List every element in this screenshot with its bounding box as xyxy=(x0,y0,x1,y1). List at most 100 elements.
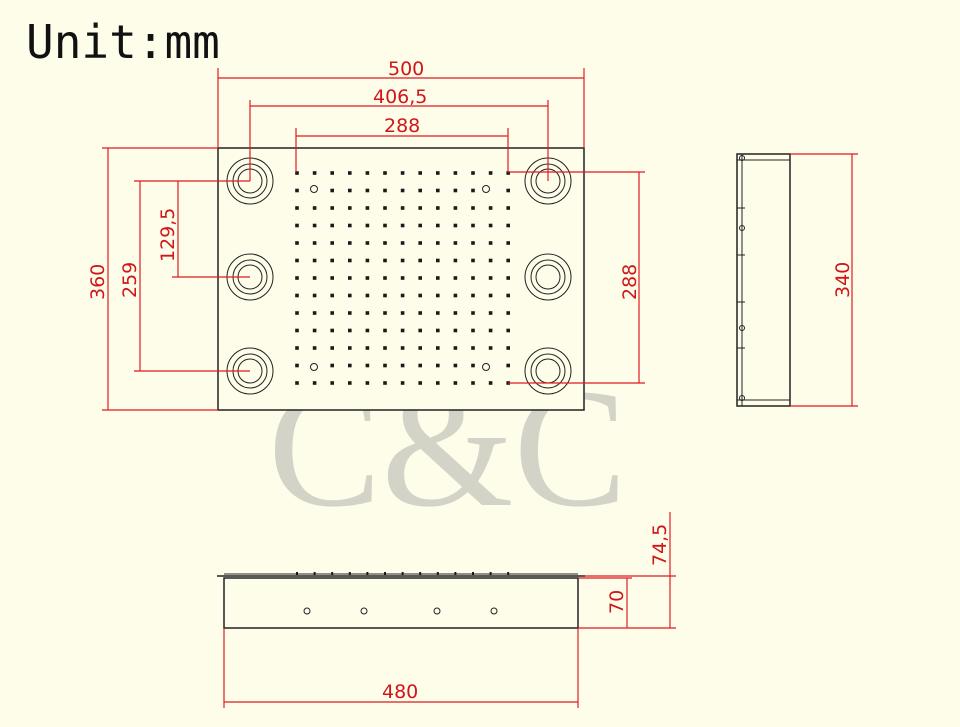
nozzle-dot xyxy=(295,311,299,315)
nozzle-dot xyxy=(295,171,299,175)
nozzle-dot xyxy=(348,241,352,245)
nozzle-dot xyxy=(330,276,334,280)
nozzle-dot xyxy=(453,363,458,368)
nozzle-dot xyxy=(436,206,440,210)
nozzle-dot xyxy=(383,311,387,315)
nozzle-dot xyxy=(506,188,510,193)
nozzle-dot xyxy=(383,258,387,263)
profile-nozzle-tip xyxy=(472,572,474,575)
nozzle-dot xyxy=(436,171,440,175)
mounting-screws xyxy=(310,185,490,371)
nozzle-dot xyxy=(471,206,475,210)
nozzle-dot xyxy=(330,241,334,245)
nozzle-dot xyxy=(471,171,475,175)
nozzle-dot xyxy=(400,346,405,350)
bottom-view-dimensions: 74,5 70 480 xyxy=(223,512,676,708)
nozzle-dot xyxy=(453,258,458,263)
nozzle-dot xyxy=(400,188,405,193)
dim-body-depth: 70 xyxy=(606,590,628,614)
nozzle-dot xyxy=(400,241,405,245)
nozzle-dot xyxy=(330,223,334,228)
nozzle-dot xyxy=(418,258,422,263)
nozzle-dot xyxy=(330,381,334,385)
body-jet-right-bottom xyxy=(524,347,572,395)
dim-jet-span-height: 259 xyxy=(119,262,141,298)
nozzle-dot xyxy=(348,188,352,193)
nozzle-dot xyxy=(312,241,317,245)
nozzle-dot xyxy=(506,258,510,263)
profile-nozzle-tip xyxy=(454,572,457,575)
nozzle-dot xyxy=(312,311,317,315)
nozzle-dot xyxy=(436,188,440,193)
nozzle-dot xyxy=(488,328,493,333)
nozzle-dot xyxy=(506,328,510,333)
nozzle-dot xyxy=(365,241,370,245)
nozzle-dot xyxy=(383,223,387,228)
nozzle-dot xyxy=(348,381,352,385)
nozzle-dot xyxy=(383,293,387,298)
profile-nozzle-tip xyxy=(436,572,439,575)
nozzle-dot xyxy=(312,381,317,385)
profile-nozzle-tip xyxy=(489,572,492,575)
dim-jet-span-width: 406,5 xyxy=(373,86,427,108)
nozzle-dot xyxy=(295,223,299,228)
nozzle-dot xyxy=(365,258,370,263)
nozzle-dot xyxy=(348,171,352,175)
nozzle-dot xyxy=(383,188,387,193)
bottom-view xyxy=(217,572,585,629)
nozzle-dot xyxy=(400,206,405,210)
nozzle-dot xyxy=(453,188,458,193)
nozzle-dot xyxy=(471,276,475,280)
nozzle-dot xyxy=(400,328,405,333)
nozzle-dot xyxy=(436,258,440,263)
dim-overall-height: 360 xyxy=(87,264,109,300)
nozzle-dot xyxy=(506,171,510,175)
nozzle-dot xyxy=(453,346,458,350)
nozzle-dot xyxy=(348,363,352,368)
nozzle-dot xyxy=(400,258,405,263)
nozzle-dot xyxy=(436,363,440,368)
dim-bottom-width: 480 xyxy=(382,681,418,703)
nozzle-dot xyxy=(418,363,422,368)
profile-nozzle-tip xyxy=(401,572,404,575)
nozzle-dot xyxy=(330,171,334,175)
nozzle-dot xyxy=(418,276,422,280)
nozzle-dot xyxy=(436,293,440,298)
profile-nozzle-tip xyxy=(419,572,422,575)
nozzle-dot xyxy=(330,188,334,193)
nozzle-dot xyxy=(471,328,475,333)
nozzle-dot xyxy=(453,223,458,228)
dim-overall-width: 500 xyxy=(388,58,424,80)
nozzle-dot xyxy=(348,206,352,210)
nozzle-dot xyxy=(383,328,387,333)
nozzle-dot xyxy=(330,258,334,263)
nozzle-dot xyxy=(471,363,475,368)
nozzle-dot xyxy=(400,311,405,315)
nozzle-dot xyxy=(330,328,334,333)
nozzle-dot xyxy=(418,188,422,193)
nozzle-dot xyxy=(383,381,387,385)
nozzle-dot xyxy=(471,258,475,263)
nozzle-grid xyxy=(295,171,510,385)
nozzle-dot xyxy=(330,311,334,315)
nozzle-dot xyxy=(365,276,370,280)
unit-label: Unit:mm xyxy=(26,15,220,69)
side-view xyxy=(736,153,791,407)
nozzle-dot xyxy=(312,346,317,350)
nozzle-dot xyxy=(348,328,352,333)
nozzle-dot xyxy=(383,363,387,368)
nozzle-dot xyxy=(348,293,352,298)
profile-nozzle-tip xyxy=(507,572,510,575)
nozzle-dot xyxy=(453,241,458,245)
nozzle-dot xyxy=(365,188,370,193)
nozzle-dot xyxy=(488,241,493,245)
nozzle-dot xyxy=(295,293,299,298)
nozzle-dot xyxy=(418,328,422,333)
profile-nozzle-tip xyxy=(366,572,369,575)
nozzle-dot xyxy=(453,293,458,298)
profile-nozzle-tip xyxy=(348,572,351,575)
nozzle-dot xyxy=(295,206,299,210)
nozzle-dot xyxy=(312,258,317,263)
nozzle-dot xyxy=(488,171,493,175)
